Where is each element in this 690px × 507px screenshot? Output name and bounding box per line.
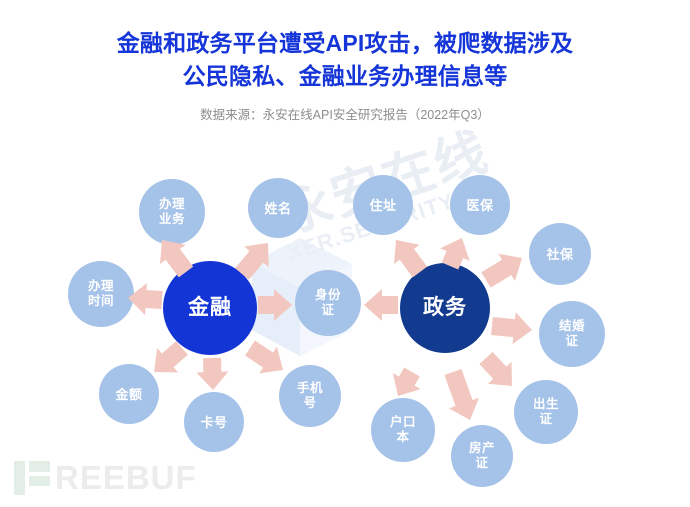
flow-arrow xyxy=(440,238,470,270)
data-node-zhuzhi[interactable]: 住址 xyxy=(353,175,413,235)
flow-arrow xyxy=(491,312,532,345)
flow-arrow xyxy=(153,341,188,373)
data-node-label: 住址 xyxy=(369,197,397,213)
page-title-line-2: 公民隐私、金融业务办理信息等 xyxy=(182,63,508,89)
header: 金融和政务平台遭受API攻击，被爬数据涉及 公民隐私、金融业务办理信息等 数据来… xyxy=(0,0,690,124)
data-node-banli-yewu[interactable]: 办理业务 xyxy=(139,179,205,245)
data-source-subtitle: 数据来源：永安在线API安全研究报告（2022年Q3） xyxy=(200,108,490,122)
hub-government[interactable]: 政务 xyxy=(400,263,490,353)
data-node-label: 结婚证 xyxy=(558,319,585,348)
data-node-label: 手机号 xyxy=(296,381,323,410)
flow-arrow xyxy=(481,253,522,288)
flow-arrow xyxy=(235,242,269,280)
flow-arrow xyxy=(392,367,421,396)
flow-arrow xyxy=(364,289,398,321)
data-node-label: 医保 xyxy=(466,197,494,213)
data-node-label: 办理业务 xyxy=(158,197,185,226)
flow-arrow xyxy=(196,357,229,391)
flow-arrow xyxy=(127,283,163,316)
data-node-chushengzheng[interactable]: 出生证 xyxy=(514,380,578,444)
data-node-label: 姓名 xyxy=(264,200,292,216)
data-node-kahao[interactable]: 卡号 xyxy=(184,392,244,452)
data-node-shoujihao[interactable]: 手机号 xyxy=(279,365,341,427)
flow-arrow xyxy=(258,289,292,321)
page-title-line-1: 金融和政务平台遭受API攻击，被爬数据涉及 xyxy=(116,30,574,56)
flow-arrow xyxy=(479,351,512,387)
data-node-banli-shijian[interactable]: 办理时间 xyxy=(68,261,134,327)
flow-arrow xyxy=(160,239,194,278)
flow-arrow xyxy=(245,340,284,374)
data-node-shebao[interactable]: 社保 xyxy=(529,223,591,285)
data-node-fangchanzheng[interactable]: 房产证 xyxy=(451,425,513,487)
hub-label-government: 政务 xyxy=(423,296,467,320)
data-node-label: 户口本 xyxy=(389,415,416,444)
data-node-hukouben[interactable]: 户口本 xyxy=(371,398,435,462)
data-node-label: 房产证 xyxy=(468,441,495,470)
data-node-label: 社保 xyxy=(546,246,574,262)
flow-arrow xyxy=(394,239,428,278)
data-node-jine[interactable]: 金额 xyxy=(99,364,159,424)
flow-arrow xyxy=(444,368,480,421)
data-node-label: 出生证 xyxy=(532,397,559,426)
hub-label-finance: 金融 xyxy=(188,296,232,320)
data-node-xingming[interactable]: 姓名 xyxy=(248,178,308,238)
data-node-label: 金额 xyxy=(115,386,143,402)
data-node-label: 办理时间 xyxy=(87,279,114,308)
data-node-label: 卡号 xyxy=(200,414,228,430)
data-node-yibao[interactable]: 医保 xyxy=(450,175,510,235)
data-node-jiehunzheng[interactable]: 结婚证 xyxy=(539,301,605,367)
